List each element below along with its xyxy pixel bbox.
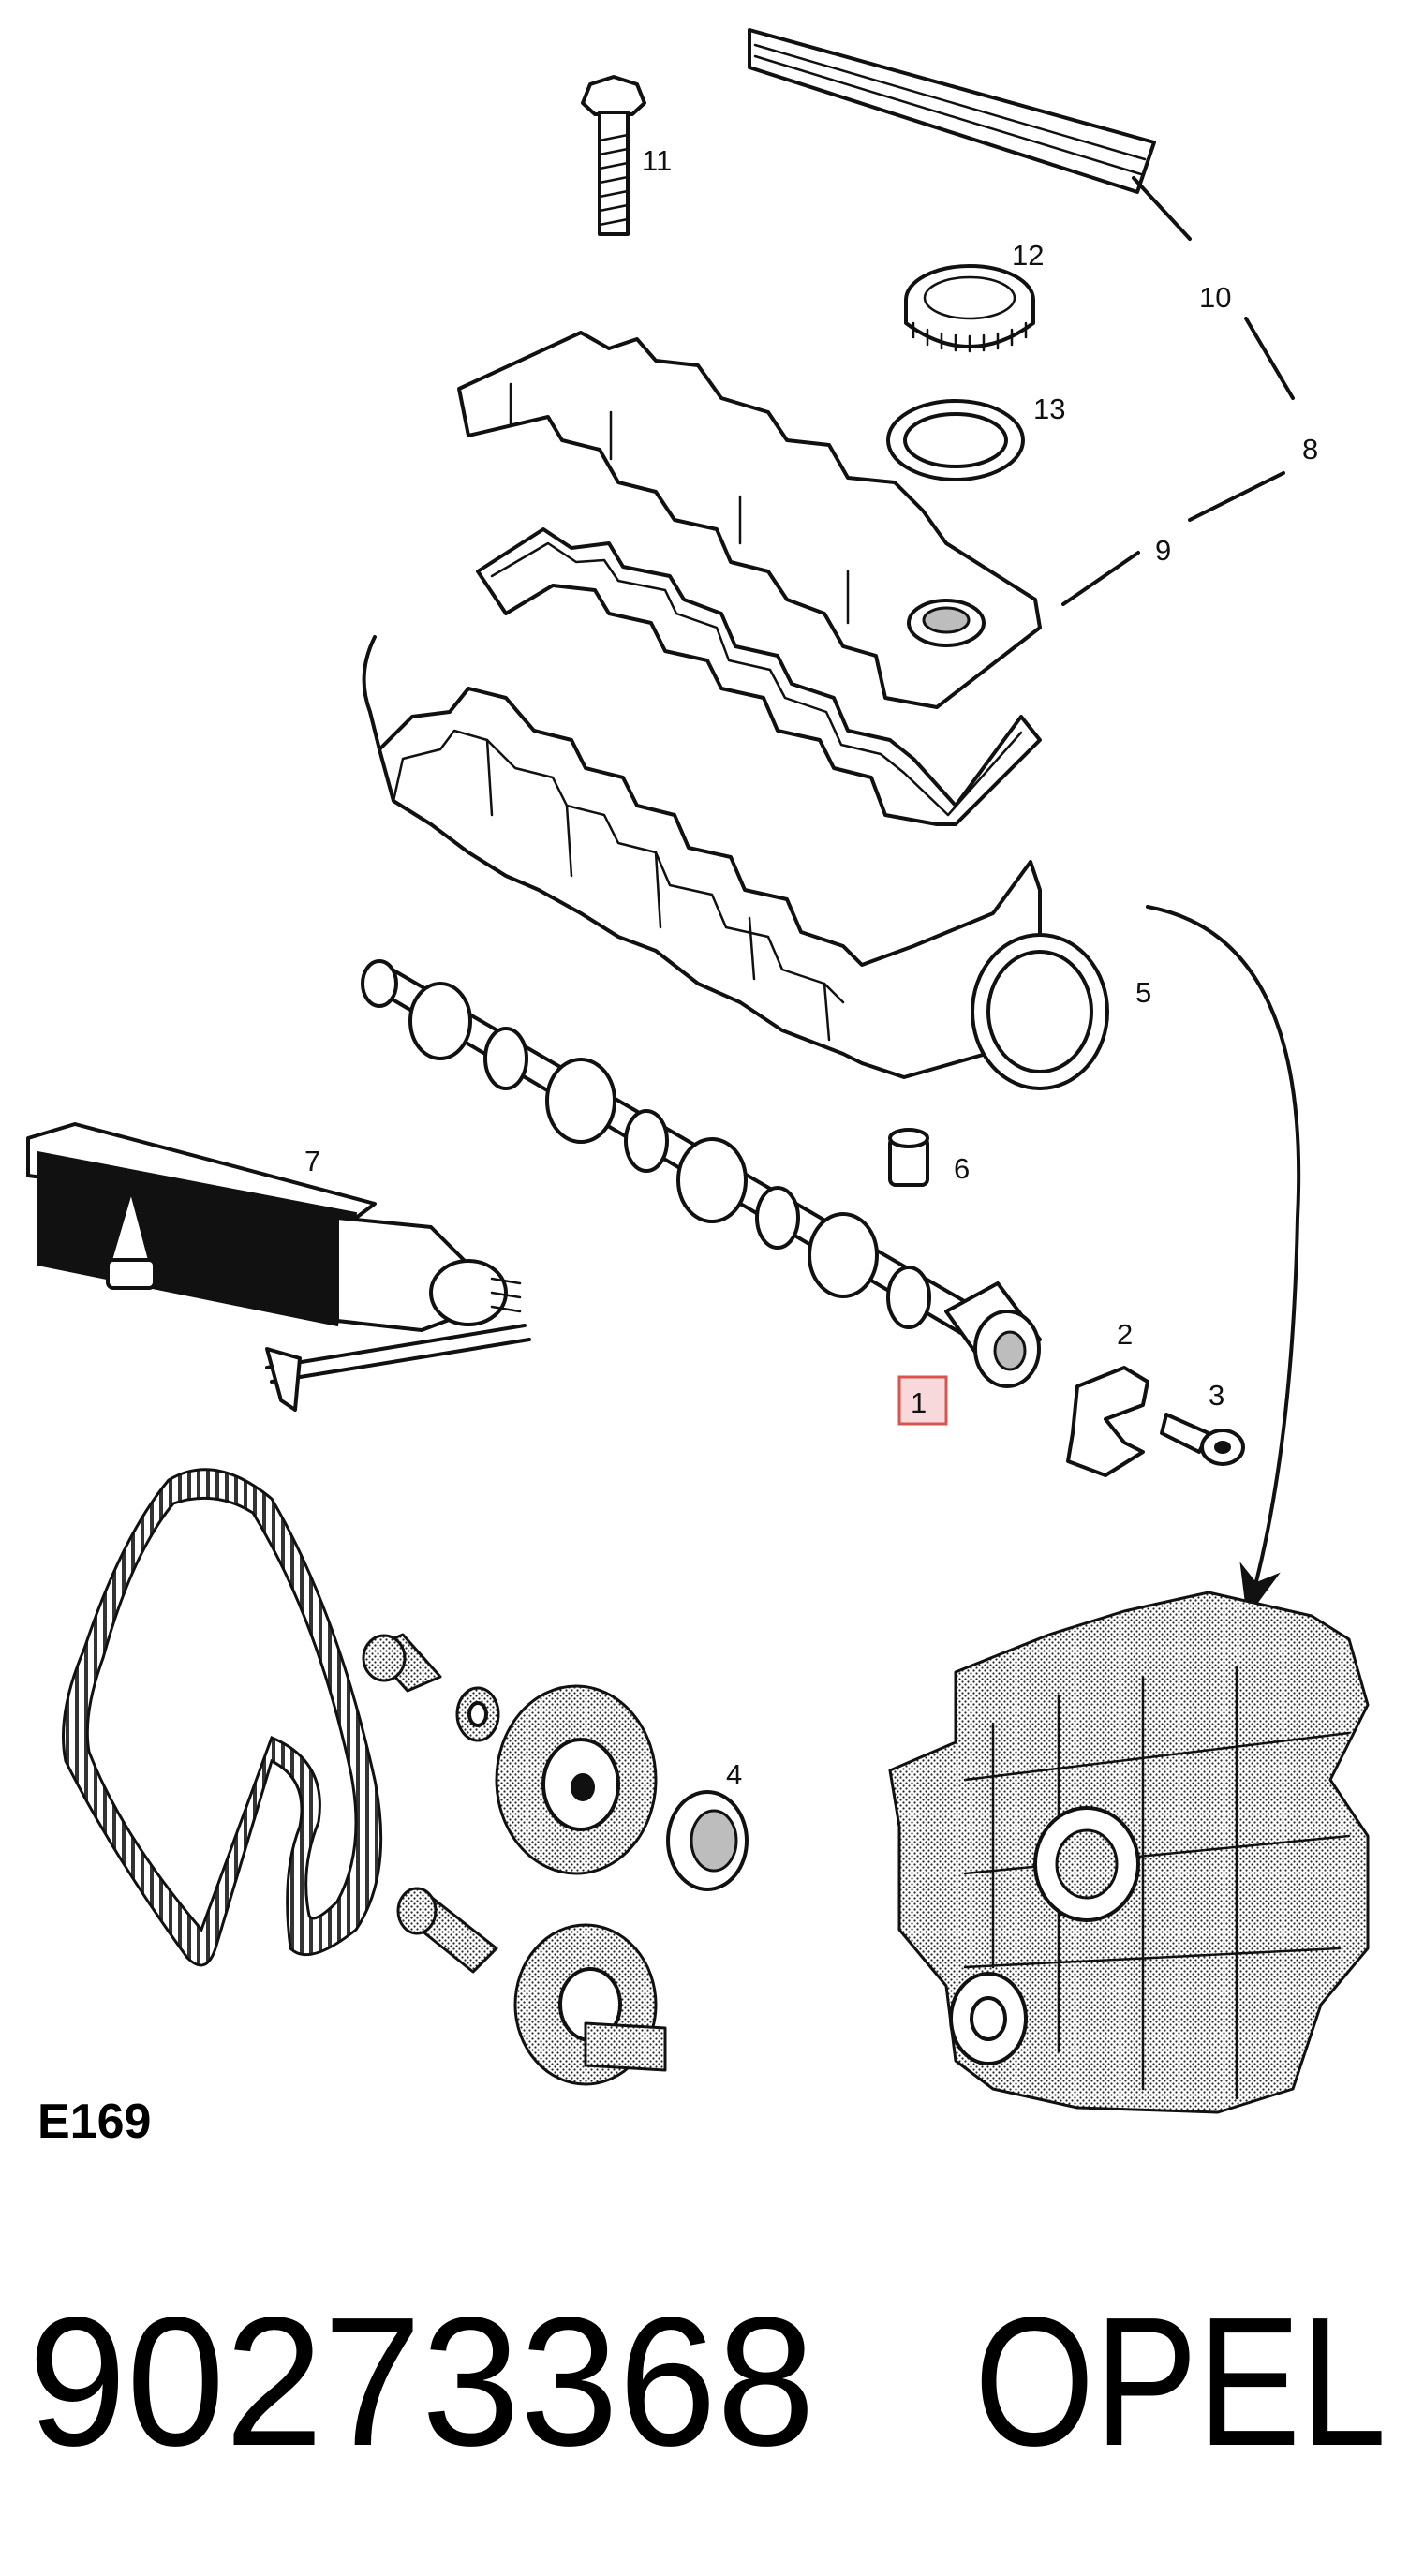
valve-cover-part	[457, 331, 1042, 709]
cap-seal-ring-part	[886, 399, 1025, 481]
screw-part	[1160, 1413, 1245, 1466]
valve-cover-gasket-part	[476, 527, 1042, 826]
camshaft-sprocket-part	[495, 1684, 658, 1875]
cover-trim-strip-part	[748, 28, 1156, 194]
shaft-seal-part	[666, 1790, 749, 1891]
leader-lines	[1061, 176, 1301, 1619]
callout-10: 10	[1199, 281, 1231, 314]
engine-assembly-illustration	[888, 1591, 1370, 2114]
callout-11: 11	[642, 144, 672, 177]
callout-12: 12	[1012, 239, 1044, 272]
thrust-plate-part	[1066, 1366, 1149, 1477]
sprocket-washer-part	[455, 1686, 500, 1742]
callout-2: 2	[1117, 1318, 1133, 1351]
timing-belt-part	[62, 1468, 383, 1967]
figure-code: E169	[37, 2095, 151, 2149]
callout-7: 7	[304, 1145, 320, 1177]
tensioner-pulley-part	[513, 1923, 667, 2086]
callout-1: 1	[911, 1386, 927, 1419]
part-number: 90273368	[28, 2279, 815, 2484]
oil-filler-cap-part	[904, 264, 1035, 353]
bolt-part	[581, 75, 646, 236]
camshaft-housing-part	[362, 635, 1109, 1090]
brand-name: OPEL	[974, 2279, 1387, 2484]
sealant-kit-part	[26, 1122, 531, 1412]
callout-13: 13	[1033, 392, 1065, 425]
callout-4: 4	[726, 1758, 742, 1791]
callout-6: 6	[954, 1152, 970, 1185]
valve-lifter-part	[888, 1128, 929, 1187]
sprocket-bolt-part	[362, 1633, 442, 1693]
callout-5: 5	[1135, 976, 1151, 1009]
highlighted-callout-box	[897, 1375, 948, 1426]
tensioner-bolt-part	[396, 1887, 498, 1974]
callout-3: 3	[1209, 1379, 1224, 1412]
callout-9: 9	[1155, 534, 1171, 567]
callout-8: 8	[1302, 433, 1318, 466]
camshaft-part	[361, 959, 1042, 1388]
